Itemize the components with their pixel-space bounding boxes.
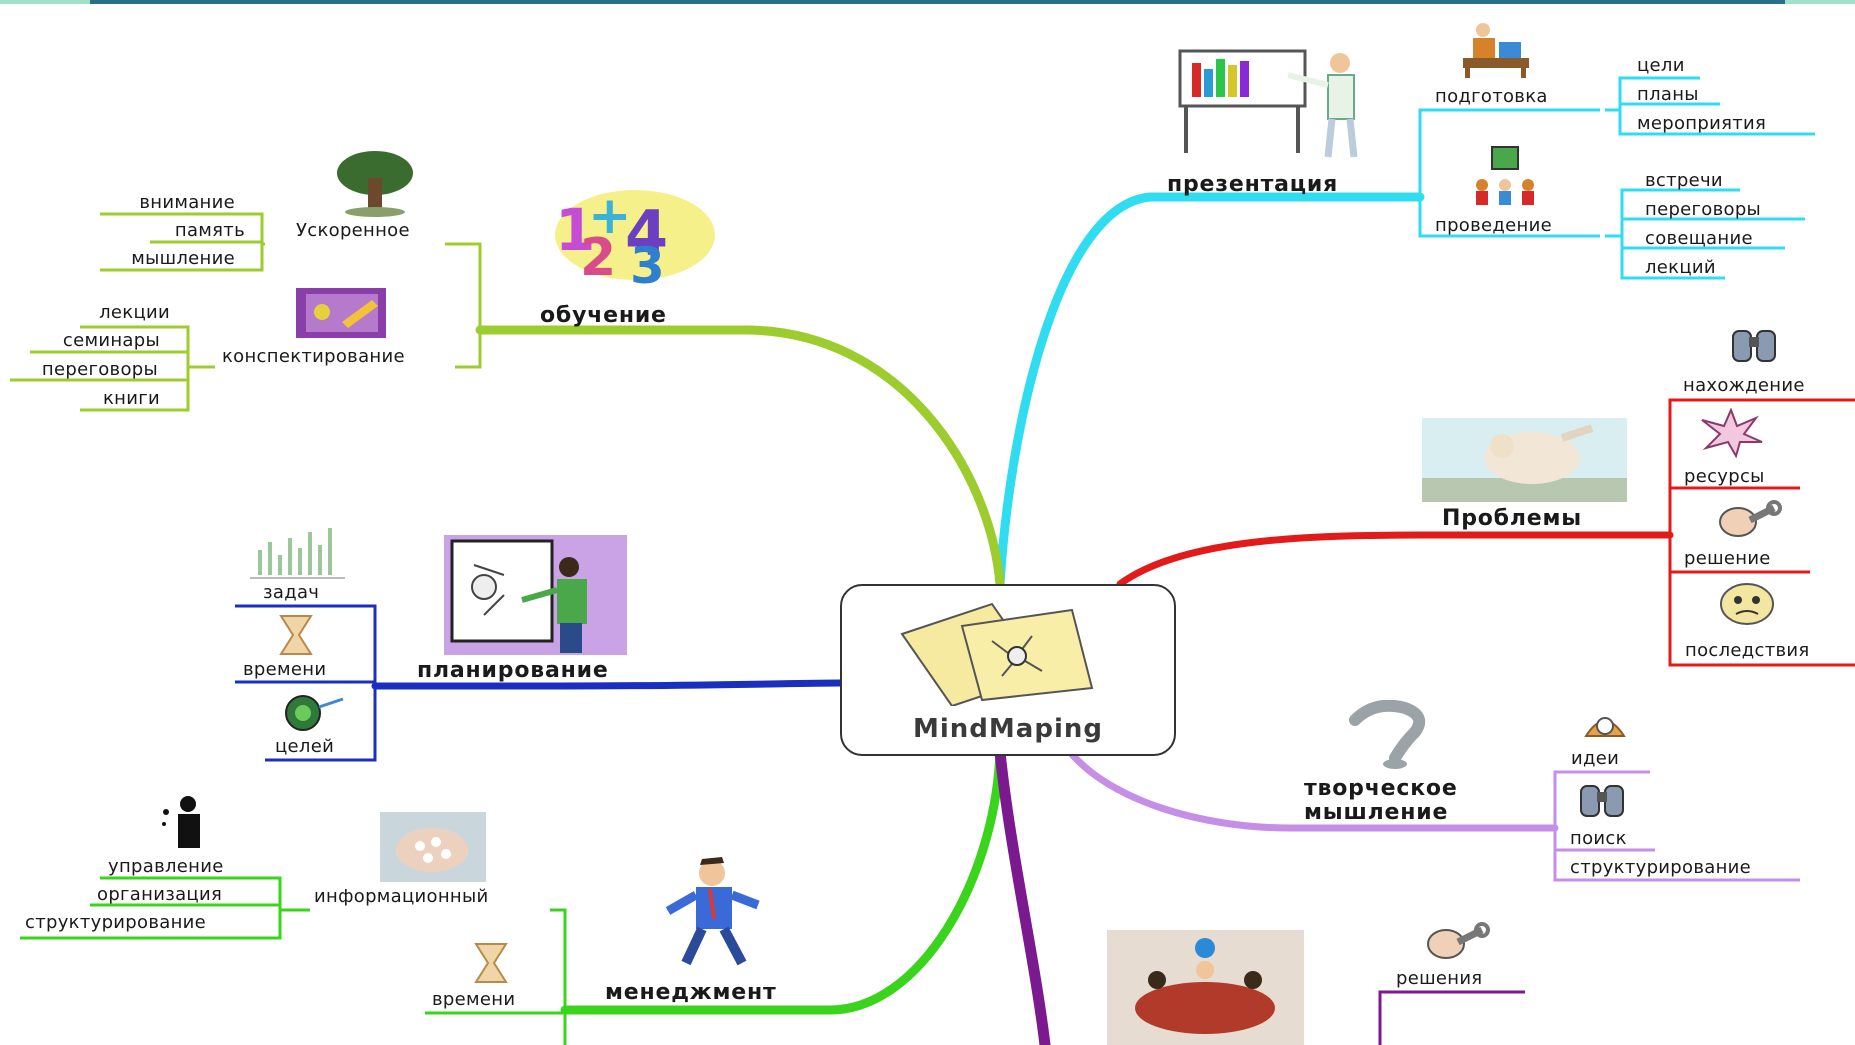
starburst-icon: [1701, 408, 1763, 458]
center-node[interactable]: MindMaping: [840, 584, 1176, 756]
meeting-people-icon: [1476, 146, 1534, 205]
question-mark-icon: [1349, 700, 1426, 769]
svg-text:1: 1: [555, 196, 595, 264]
connector-obuchenie: [445, 242, 482, 369]
sub-label-uskorennoe[interactable]: Ускоренное: [296, 220, 410, 241]
wrench-hand-icon: [1427, 922, 1490, 959]
connector-provedenie: [1605, 188, 1805, 280]
item-nahozhdenie[interactable]: нахождение: [1683, 375, 1805, 396]
connector-planirovanie: [235, 604, 377, 762]
item-lekcii[interactable]: лекции: [99, 302, 170, 323]
connector-informacionnyy: [20, 876, 310, 940]
branch-line-prezentaciya: [995, 192, 1425, 589]
item-soveshchanie[interactable]: совещание: [1645, 228, 1753, 249]
branch-label-tvorcheskoe-1[interactable]: творческое: [1304, 776, 1458, 801]
item-resursy[interactable]: ресурсы: [1684, 466, 1765, 487]
chart-presenter-icon: [1178, 49, 1358, 158]
branch-line-tvorcheskoe: [1066, 748, 1559, 832]
running-businessman-icon: [665, 857, 760, 966]
item-meropriyatiya[interactable]: мероприятия: [1637, 113, 1767, 134]
binoculars-icon: [1732, 330, 1776, 362]
hourglass-icon: [474, 943, 508, 983]
connector-konspekt: [10, 325, 215, 412]
colorful-numbers-icon: 1 + 4 2 3: [555, 186, 715, 285]
sub-label-podgotovka[interactable]: подготовка: [1435, 86, 1548, 107]
item-celi[interactable]: цели: [1637, 55, 1685, 76]
item-myshlenie[interactable]: мышление: [131, 248, 235, 269]
item-knigi[interactable]: книги: [103, 388, 160, 409]
branch-line-problemy: [1116, 531, 1674, 588]
branch-label-menedzhment[interactable]: менеджмент: [605, 980, 777, 1005]
connector-menedzhment: [425, 908, 567, 1045]
item-pamyat[interactable]: память: [174, 220, 245, 241]
hourglass-icon: [279, 615, 313, 655]
sub-label-provedenie[interactable]: проведение: [1435, 215, 1552, 236]
hands-puzzle-icon: [380, 812, 486, 882]
silhouette-icon: [162, 796, 200, 848]
item-posledstviya[interactable]: последствия: [1685, 640, 1810, 661]
item-strukturirovanie-m[interactable]: структурирование: [25, 912, 207, 933]
connector-prezentaciya: [1418, 108, 1600, 238]
item-vremeni[interactable]: времени: [243, 659, 327, 680]
svg-text:4: 4: [625, 197, 668, 270]
round-table-icon: [1107, 930, 1304, 1045]
sub-label-konspektirovanie[interactable]: конспектирование: [222, 346, 405, 367]
svg-text:+: +: [588, 186, 632, 246]
item-organizaciya[interactable]: организация: [97, 884, 223, 905]
item-vstrechi[interactable]: встречи: [1645, 170, 1723, 191]
bar-chart-icon: [250, 528, 345, 579]
item-strukturirovanie-t[interactable]: структурирование: [1570, 857, 1752, 878]
connector-uskorennoe: [100, 212, 265, 272]
item-idei[interactable]: идеи: [1571, 748, 1620, 769]
item-resheniya[interactable]: решения: [1396, 968, 1483, 989]
branch-line-bottom: [994, 746, 1051, 1045]
item-reshenie[interactable]: решение: [1684, 548, 1771, 569]
target-icon: [285, 695, 344, 731]
item-upravlenie[interactable]: управление: [108, 856, 224, 877]
connector-problemy: [1668, 398, 1855, 667]
item-peregovory-p[interactable]: переговоры: [1645, 199, 1762, 220]
branch-line-planirovanie: [371, 679, 844, 690]
sub-label-informacionnyy[interactable]: информационный: [314, 886, 489, 907]
item-celey[interactable]: целей: [275, 736, 335, 757]
item-poisk[interactable]: поиск: [1570, 828, 1627, 849]
branch-label-planirovanie[interactable]: планирование: [417, 658, 609, 683]
clock-icon: [1584, 717, 1626, 737]
item-peregovory[interactable]: переговоры: [41, 359, 158, 380]
item-seminary[interactable]: семинары: [62, 330, 160, 351]
binoculars-icon: [1580, 785, 1624, 817]
item-vnimanie[interactable]: внимание: [139, 192, 235, 213]
svg-text:2: 2: [580, 228, 616, 285]
item-plany[interactable]: планы: [1637, 84, 1699, 105]
connector-bottom: [1378, 990, 1525, 1045]
center-title: MindMaping: [913, 714, 1103, 744]
presenter-board-icon: [444, 535, 627, 655]
tree-icon: [337, 151, 413, 217]
item-lekciy[interactable]: лекций: [1645, 257, 1716, 278]
top-accent-bar: [0, 0, 1855, 4]
branch-label-obuchenie[interactable]: обучение: [540, 303, 667, 328]
wrench-hand-icon: [1719, 500, 1782, 537]
branch-label-prezentaciya[interactable]: презентация: [1167, 172, 1339, 197]
crossed-maps-icon: [900, 602, 1094, 706]
branch-label-tvorcheskoe-2[interactable]: мышление: [1304, 800, 1449, 825]
branch-line-obuchenie: [475, 325, 1005, 589]
connector-tvorcheskoe: [1553, 770, 1800, 882]
desk-worker-icon: [1463, 23, 1529, 78]
item-zadach[interactable]: задач: [263, 582, 320, 603]
worried-face-icon: [1720, 583, 1774, 625]
branch-line-menedzhment: [560, 747, 1005, 1015]
notebook-icon: [296, 288, 386, 338]
thinking-figure-icon: [1422, 418, 1627, 502]
svg-text:3: 3: [630, 237, 665, 285]
sub-label-vremeni-m[interactable]: времени: [432, 989, 516, 1010]
branch-label-problemy[interactable]: Проблемы: [1442, 506, 1582, 531]
connector-podgotovka: [1605, 76, 1815, 136]
